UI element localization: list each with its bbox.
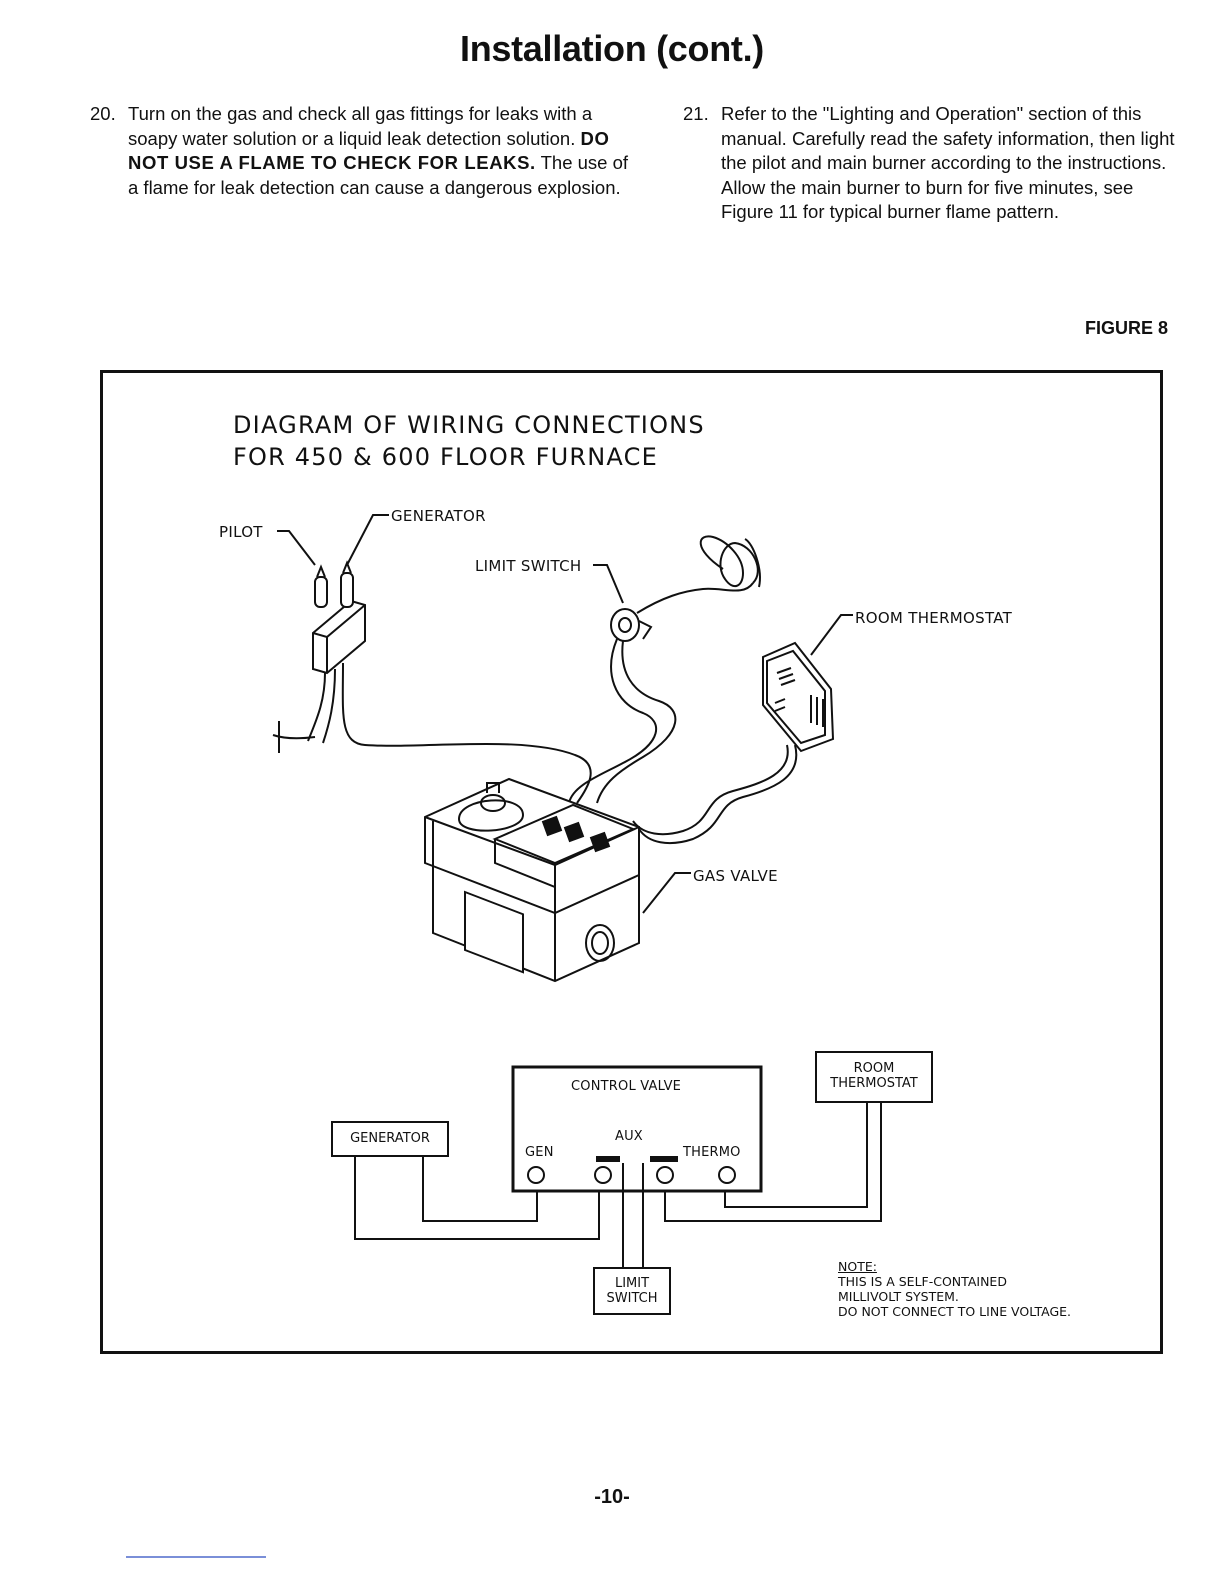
step-text-after: The use of a flame for leak detection ca… bbox=[128, 152, 629, 198]
generator-label: GENERATOR bbox=[391, 507, 486, 525]
step-body: Refer to the "Lighting and Operation" se… bbox=[721, 103, 1175, 222]
schematic-wiring bbox=[354, 1065, 882, 1267]
page-title: Installation (cont.) bbox=[460, 28, 764, 69]
limit-switch-label: LIMIT SWITCH bbox=[475, 557, 582, 575]
generator-leader bbox=[346, 514, 389, 566]
room-box-line2: THERMOSTAT bbox=[830, 1076, 918, 1091]
thermo-label: THERMO bbox=[683, 1145, 741, 1160]
note-line3: DO NOT CONNECT TO LINE VOLTAGE. bbox=[838, 1304, 1072, 1319]
limit-box-line2: SWITCH bbox=[606, 1291, 658, 1306]
generator-box: GENERATOR bbox=[331, 1121, 449, 1157]
room-thermostat bbox=[632, 641, 835, 845]
step-body: Turn on the gas and check all gas fittin… bbox=[128, 102, 630, 200]
gas-valve-leader bbox=[642, 872, 691, 914]
limit-switch-leader bbox=[593, 564, 624, 604]
note-line2: MILLIVOLT SYSTEM. bbox=[838, 1289, 959, 1304]
bottom-rule bbox=[126, 1556, 266, 1558]
limit-switch bbox=[568, 535, 761, 804]
aux-label: AUX bbox=[615, 1129, 643, 1144]
diagram-title-line1: DIAGRAM OF WIRING CONNECTIONS bbox=[233, 411, 705, 439]
note: NOTE: THIS IS A SELF-CONTAINED MILLIVOLT… bbox=[838, 1259, 1071, 1319]
gas-valve-body bbox=[424, 777, 640, 983]
gen-label: GEN bbox=[525, 1145, 554, 1160]
pilot-leader bbox=[277, 530, 316, 566]
limit-switch-box: LIMIT SWITCH bbox=[593, 1267, 671, 1315]
step-text: Turn on the gas and check all gas fittin… bbox=[128, 103, 593, 149]
note-heading: NOTE: bbox=[838, 1259, 877, 1274]
note-line1: THIS IS A SELF-CONTAINED bbox=[838, 1274, 1007, 1289]
diagram-title: DIAGRAM OF WIRING CONNECTIONS FOR 450 & … bbox=[233, 409, 705, 473]
pilot-generator-assembly bbox=[272, 560, 592, 804]
room-thermostat-label: ROOM THERMOSTAT bbox=[855, 609, 1013, 627]
step-number: 21. bbox=[683, 103, 709, 124]
step-number: 20. bbox=[90, 103, 116, 124]
wiring-illustration bbox=[272, 514, 882, 1267]
figure-label: FIGURE 8 bbox=[1084, 318, 1168, 338]
step-warning: DO NOT USE A FLAME TO CHECK FOR LEAKS. bbox=[128, 127, 610, 174]
generator-box-label: GENERATOR bbox=[350, 1131, 430, 1146]
limit-box-line1: LIMIT bbox=[614, 1276, 650, 1291]
room-thermostat-box: ROOM THERMOSTAT bbox=[815, 1051, 933, 1103]
wiring-diagram-figure: DIAGRAM OF WIRING CONNECTIONS FOR 450 & … bbox=[100, 370, 1163, 1354]
page-number: -10- bbox=[594, 1486, 630, 1508]
room-thermostat-leader bbox=[810, 614, 853, 656]
control-valve-label: CONTROL VALVE bbox=[571, 1079, 682, 1094]
gas-valve-label: GAS VALVE bbox=[693, 867, 778, 885]
pilot-label: PILOT bbox=[219, 523, 263, 541]
room-box-line1: ROOM bbox=[853, 1061, 895, 1076]
step-21: 21. Refer to the "Lighting and Operation… bbox=[683, 102, 1183, 225]
step-20: 20. Turn on the gas and check all gas fi… bbox=[90, 102, 630, 200]
diagram-title-line2: FOR 450 & 600 FLOOR FURNACE bbox=[233, 443, 658, 471]
